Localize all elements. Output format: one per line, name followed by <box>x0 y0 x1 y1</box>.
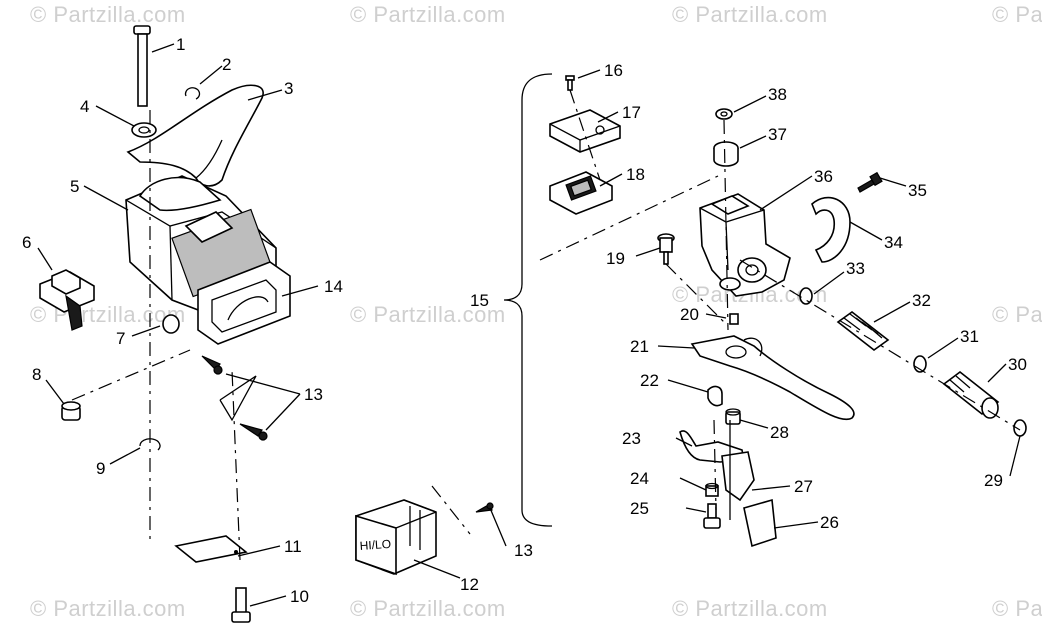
grommet-7-drawing <box>162 314 180 334</box>
callout-35: 35 <box>908 181 927 200</box>
callout-3: 3 <box>284 79 293 98</box>
callout-27: 27 <box>794 477 813 496</box>
callout-13: 13 <box>304 385 323 404</box>
callout-20: 20 <box>680 305 699 324</box>
bolt-1-drawing <box>133 25 151 107</box>
hi-lo-switch-assembly: HI/LO <box>355 485 494 576</box>
bushing-37-drawing <box>713 141 739 167</box>
callout-labels: 1 2 3 4 5 6 7 8 9 10 11 12 13 13 14 15 1… <box>22 35 1027 606</box>
watermark: © Partzilla.com <box>30 596 186 621</box>
bracket-27-drawing <box>721 451 755 502</box>
plate-11-drawing <box>174 535 248 563</box>
watermark: © Partzilla.com <box>350 2 506 27</box>
watermark: © Partzilla.com <box>672 596 828 621</box>
watermark: © Partzilla.com <box>992 2 1042 27</box>
callout-17: 17 <box>622 103 641 122</box>
watermark: © Partzilla.com <box>350 596 506 621</box>
screw-16-drawing <box>565 75 575 91</box>
callout-14: 14 <box>324 277 343 296</box>
callout-2: 2 <box>222 55 231 74</box>
callout-12: 12 <box>460 575 479 594</box>
callout-6: 6 <box>22 233 31 252</box>
cover-14-drawing <box>197 261 291 345</box>
callout-10: 10 <box>290 587 309 606</box>
cylinder-36-drawing <box>699 193 791 297</box>
callout-38: 38 <box>768 85 787 104</box>
washer-4-drawing <box>131 122 157 138</box>
screw-35-drawing <box>857 171 883 193</box>
watermark: © Partzilla.com <box>30 2 186 27</box>
clip-2-drawing <box>184 87 201 100</box>
callout-31: 31 <box>960 327 979 346</box>
switch-26-drawing <box>743 498 777 548</box>
switch-housing-assembly <box>39 25 291 623</box>
callout-15: 15 <box>470 291 489 310</box>
nut-8-drawing <box>61 401 81 421</box>
callout-26: 26 <box>820 513 839 532</box>
watermark: © Partzilla.com <box>350 302 506 327</box>
lever-21-drawing <box>690 335 855 421</box>
callout-23: 23 <box>622 429 641 448</box>
bracket-3-drawing <box>126 84 264 187</box>
callout-7: 7 <box>116 329 125 348</box>
spring-22-drawing <box>707 385 723 407</box>
cap-17-drawing <box>549 109 621 153</box>
callout-34: 34 <box>884 233 903 252</box>
washer-38-drawing <box>715 108 733 120</box>
washer-33-drawing <box>799 287 813 305</box>
screw-25-drawing <box>703 503 721 529</box>
group-brace <box>503 73 553 527</box>
watermark: © Partzilla.com <box>992 302 1042 327</box>
leader-lines <box>37 43 1021 607</box>
watermark: © Partzilla.com <box>992 596 1042 621</box>
callout-32: 32 <box>912 291 931 310</box>
watermark: © Partzilla.com <box>672 2 828 27</box>
callout-30: 30 <box>1008 355 1027 374</box>
callout-18: 18 <box>626 165 645 184</box>
master-cylinder-assembly <box>539 75 1027 548</box>
callout-22: 22 <box>640 371 659 390</box>
callout-29: 29 <box>984 471 1003 490</box>
switch-6-drawing <box>39 269 95 331</box>
callout-19: 19 <box>606 249 625 268</box>
pin-20-drawing <box>729 313 739 325</box>
callout-36: 36 <box>814 167 833 186</box>
callout-21: 21 <box>630 337 649 356</box>
pin-19-drawing <box>657 233 675 265</box>
callout-28: 28 <box>770 423 789 442</box>
callout-4: 4 <box>80 97 89 116</box>
callout-11: 11 <box>284 537 302 556</box>
clamp-34-drawing <box>811 196 851 263</box>
nut-24-drawing <box>705 482 719 497</box>
callout-1: 1 <box>176 35 185 54</box>
callout-9: 9 <box>96 459 105 478</box>
callout-16: 16 <box>604 61 623 80</box>
watermarks: © Partzilla.com © Partzilla.com © Partzi… <box>30 2 1042 621</box>
switch-face-label: HI/LO <box>359 537 391 553</box>
callout-37: 37 <box>768 125 787 144</box>
callout-13: 13 <box>514 541 533 560</box>
nut-28-drawing <box>725 408 741 425</box>
spring-32-drawing <box>836 311 890 351</box>
callout-24: 24 <box>630 469 649 488</box>
callout-8: 8 <box>32 365 41 384</box>
callout-33: 33 <box>846 259 865 278</box>
callout-25: 25 <box>630 499 649 518</box>
clip-9-drawing <box>139 438 161 451</box>
screw-10-drawing <box>231 587 251 623</box>
piston-30-drawing <box>942 370 1000 419</box>
callout-5: 5 <box>70 177 79 196</box>
